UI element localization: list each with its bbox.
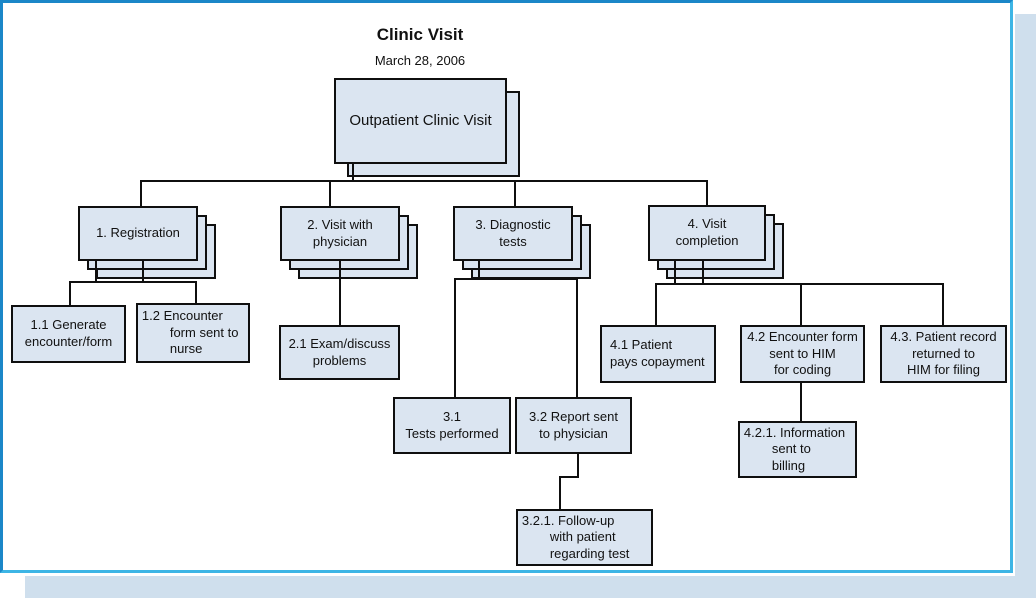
connector-line bbox=[142, 259, 144, 283]
connector-line bbox=[674, 259, 676, 285]
connector-line bbox=[559, 476, 561, 511]
connector-line bbox=[339, 259, 341, 325]
node-n11: 1.1 Generate encounter/form bbox=[11, 305, 126, 363]
connector-line bbox=[195, 281, 197, 305]
node-n21: 2.1 Exam/discuss problems bbox=[279, 325, 400, 380]
diagram-title: Clinic Visit bbox=[376, 25, 464, 44]
connector-line bbox=[95, 259, 97, 283]
node-b3: 3. Diagnostic tests bbox=[453, 206, 573, 261]
connector-line bbox=[140, 180, 142, 207]
connector-line bbox=[800, 383, 802, 423]
node-n321: 3.2.1. Follow-up with patient regarding … bbox=[516, 509, 653, 566]
node-root-label: Outpatient Clinic Visit bbox=[349, 112, 492, 130]
connector-line bbox=[69, 281, 71, 307]
node-n12: 1.2 Encounter form sent to nurse bbox=[136, 303, 250, 363]
node-b4: 4. Visit completion bbox=[648, 205, 766, 261]
node-b1: 1. Registration bbox=[78, 206, 198, 261]
connector-line bbox=[800, 283, 802, 327]
connector-line bbox=[329, 180, 331, 207]
node-n32-label: 3.2 Report sent to physician bbox=[529, 408, 618, 441]
connector-line bbox=[514, 180, 516, 207]
node-n31: 3.1 Tests performed bbox=[393, 397, 511, 454]
node-n41: 4.1 Patient pays copayment bbox=[600, 325, 716, 383]
connector-line bbox=[706, 180, 708, 207]
node-n43: 4.3. Patient record returned to HIM for … bbox=[880, 325, 1007, 383]
node-root: Outpatient Clinic Visit bbox=[334, 78, 507, 164]
node-n12-label: 1.2 Encounter form sent to nurse bbox=[141, 308, 239, 357]
node-n11-label: 1.1 Generate encounter/form bbox=[24, 317, 113, 349]
node-n31-label: 3.1 Tests performed bbox=[405, 408, 499, 441]
page-drop-shadow-right bbox=[1015, 14, 1036, 598]
connector-line bbox=[576, 278, 578, 399]
connector-line bbox=[702, 259, 704, 285]
node-n421: 4.2.1. Information sent to billing bbox=[738, 421, 857, 478]
node-b2-label: 2. Visit with physician bbox=[307, 216, 373, 249]
node-b3-label: 3. Diagnostic tests bbox=[475, 216, 551, 249]
node-n321-label: 3.2.1. Follow-up with patient regarding … bbox=[521, 512, 630, 561]
page-frame: Clinic Visit March 28, 2006 Outpatient C… bbox=[0, 0, 1013, 573]
connector-line bbox=[352, 164, 354, 182]
diagram-date: March 28, 2006 bbox=[374, 53, 466, 68]
node-b4-label: 4. Visit completion bbox=[675, 216, 739, 248]
node-n21-label: 2.1 Exam/discuss problems bbox=[288, 335, 391, 368]
node-n42-label: 4.2 Encounter form sent to HIM for codin… bbox=[747, 329, 858, 378]
connector-line bbox=[478, 259, 480, 280]
connector-line bbox=[942, 283, 944, 327]
connector-line bbox=[69, 281, 197, 283]
connector-line bbox=[140, 180, 708, 182]
connector-line bbox=[577, 454, 579, 478]
node-n43-label: 4.3. Patient record returned to HIM for … bbox=[890, 329, 997, 378]
connector-line bbox=[655, 283, 657, 327]
page-drop-shadow-bottom bbox=[25, 576, 1036, 598]
node-n41-label: 4.1 Patient pays copayment bbox=[610, 337, 705, 369]
connector-line bbox=[655, 283, 944, 285]
node-n42: 4.2 Encounter form sent to HIM for codin… bbox=[740, 325, 865, 383]
node-b2: 2. Visit with physician bbox=[280, 206, 400, 261]
connector-line bbox=[454, 278, 456, 399]
node-n32: 3.2 Report sent to physician bbox=[515, 397, 632, 454]
connector-line bbox=[559, 476, 579, 478]
connector-line bbox=[454, 278, 578, 280]
node-n421-label: 4.2.1. Information sent to billing bbox=[743, 424, 846, 473]
node-b1-label: 1. Registration bbox=[96, 225, 180, 241]
